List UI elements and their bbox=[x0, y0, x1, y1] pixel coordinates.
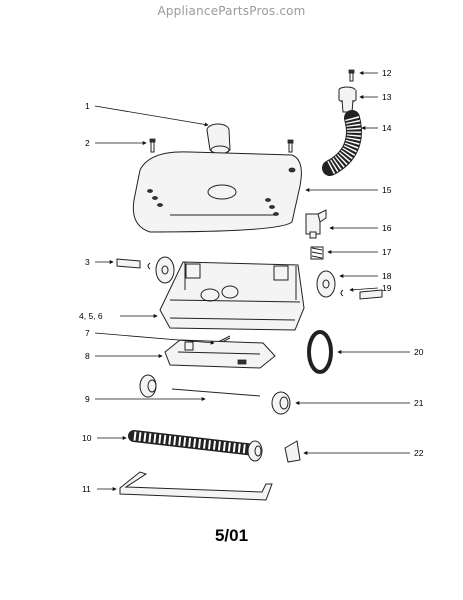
part-spring bbox=[310, 246, 324, 260]
part-tee-fitting bbox=[305, 209, 327, 239]
part-hose-coupling bbox=[338, 86, 357, 113]
part-end-cap bbox=[271, 391, 291, 415]
part-hood-cover bbox=[132, 151, 302, 233]
callout-10: 10 bbox=[82, 433, 92, 443]
part-axle-left bbox=[116, 256, 175, 284]
callout-17: 17 bbox=[382, 247, 392, 257]
watermark: AppliancePartsPros.com bbox=[157, 4, 306, 18]
part-base-housing bbox=[159, 261, 305, 331]
callout-14: 14 bbox=[382, 123, 392, 133]
callout-2: 2 bbox=[85, 138, 90, 148]
leader-lines bbox=[94, 71, 410, 491]
part-screw-left bbox=[149, 138, 156, 153]
callout-13: 13 bbox=[382, 92, 392, 102]
callout-18: 18 bbox=[382, 271, 392, 281]
callout-20: 20 bbox=[414, 347, 424, 357]
part-screw-right bbox=[287, 139, 294, 153]
callout-labels: 1 2 3 4, 5, 6 7 8 9 10 11 12 13 14 15 16… bbox=[79, 68, 424, 494]
part-bumper bbox=[119, 471, 273, 501]
part-screw-top bbox=[348, 69, 355, 82]
callout-16: 16 bbox=[382, 223, 392, 233]
callout-7: 7 bbox=[85, 328, 90, 338]
callout-12: 12 bbox=[382, 68, 392, 78]
callout-19: 19 bbox=[382, 283, 392, 293]
callout-9: 9 bbox=[85, 394, 90, 404]
part-hose-connector bbox=[206, 123, 231, 155]
part-brush-shaft bbox=[139, 374, 261, 398]
callout-11: 11 bbox=[82, 484, 91, 494]
part-bottom-plate bbox=[164, 339, 276, 369]
part-latch bbox=[284, 440, 301, 463]
part-axle-right bbox=[340, 289, 383, 300]
part-brush-roll bbox=[128, 430, 263, 462]
part-drive-belt bbox=[307, 330, 333, 374]
callout-1: 1 bbox=[85, 101, 90, 111]
callout-15: 15 bbox=[382, 185, 392, 195]
part-rear-wheel-right bbox=[316, 270, 336, 298]
callout-8: 8 bbox=[85, 351, 90, 361]
date-code: 5/01 bbox=[214, 526, 249, 545]
callout-3: 3 bbox=[85, 257, 90, 267]
callout-4-5-6: 4, 5, 6 bbox=[79, 311, 103, 321]
callout-21: 21 bbox=[414, 398, 424, 408]
part-flex-hose bbox=[322, 110, 362, 176]
callout-22: 22 bbox=[414, 448, 424, 458]
